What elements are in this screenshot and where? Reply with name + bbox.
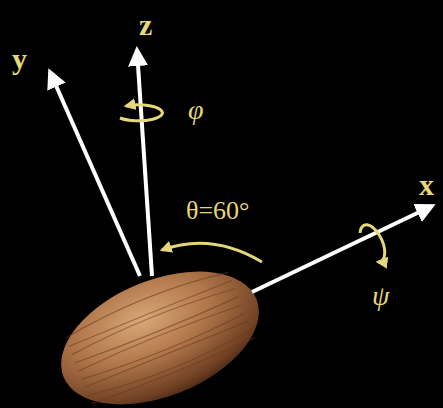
wood-grain — [85, 321, 248, 387]
wood-grain — [82, 313, 247, 383]
wood-grain — [92, 338, 256, 406]
psi-rotation-arrow — [360, 225, 385, 262]
angle-label: φ — [188, 96, 204, 124]
wood-grain — [77, 303, 241, 371]
wood-grain — [68, 280, 231, 346]
y-axis — [50, 72, 140, 276]
theta-arc — [162, 243, 262, 262]
wood-grain — [75, 297, 239, 365]
axis-label: z — [139, 10, 152, 40]
wood-grain — [70, 284, 235, 354]
ellipsoid-body — [42, 245, 278, 408]
phi-rotation-arrow — [120, 105, 162, 121]
angle-label: θ=60° — [186, 198, 250, 224]
axis-label: x — [419, 170, 434, 200]
wood-grain — [88, 330, 254, 402]
axis-label: y — [12, 44, 27, 74]
angle-label: ψ — [372, 282, 389, 310]
x-axis — [252, 206, 432, 292]
wood-grain — [63, 266, 229, 338]
z-axis — [137, 50, 152, 276]
